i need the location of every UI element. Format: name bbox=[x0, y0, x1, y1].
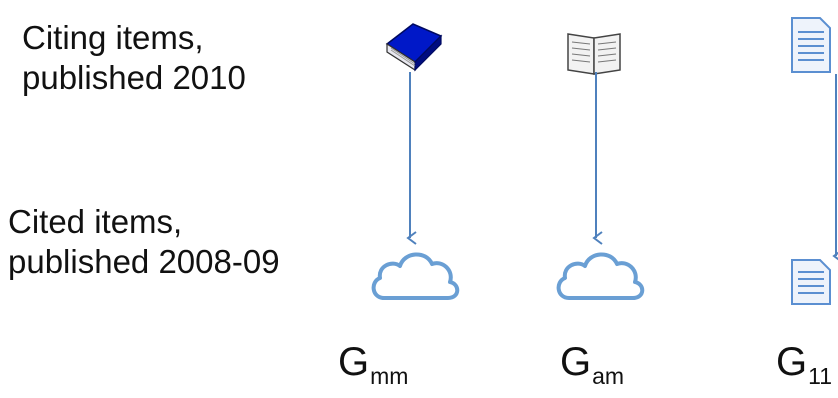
open-book-icon bbox=[567, 33, 621, 75]
document-icon-cited bbox=[791, 259, 831, 305]
blue-book-icon bbox=[385, 23, 443, 72]
group-label-g11-base: G bbox=[776, 340, 808, 384]
group-label-g11: G11 bbox=[776, 340, 832, 398]
citing-items-label: Citing items, published 2010 bbox=[22, 18, 246, 98]
group-label-gmm-base: G bbox=[338, 340, 370, 384]
citing-items-line2: published 2010 bbox=[22, 59, 246, 96]
cited-items-line1: Cited items, bbox=[8, 203, 183, 240]
cloud-icon-gam bbox=[556, 252, 645, 300]
cited-items-label: Cited items, published 2008-09 bbox=[8, 202, 280, 282]
citing-items-line1: Citing items, bbox=[22, 19, 204, 56]
group-label-gmm: Gmm bbox=[338, 340, 408, 398]
cloud-icon-gmm bbox=[371, 252, 460, 300]
group-label-g11-sub: 11 bbox=[808, 363, 833, 389]
cited-items-line2: published 2008-09 bbox=[8, 243, 280, 280]
group-label-gam-sub: am bbox=[592, 363, 625, 389]
group-label-gmm-sub: mm bbox=[370, 363, 409, 389]
group-label-gam-base: G bbox=[560, 340, 592, 384]
document-icon-citing bbox=[791, 17, 831, 73]
group-label-gam: Gam bbox=[560, 340, 624, 398]
